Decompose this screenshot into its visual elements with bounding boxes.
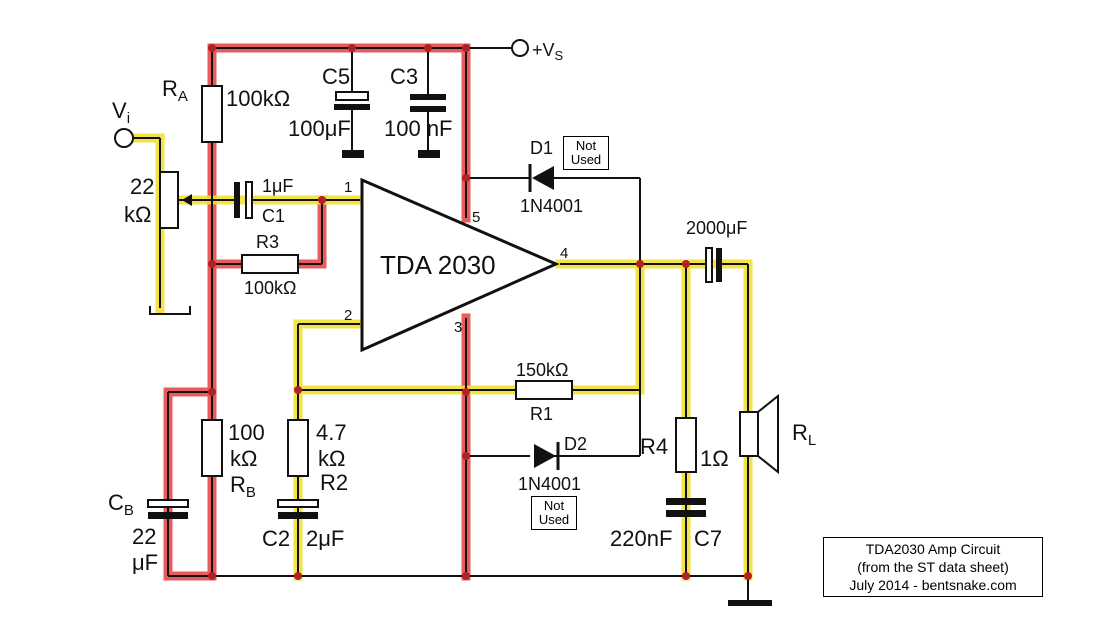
pin-4-label: 4 — [560, 245, 568, 262]
ground-symbol — [728, 600, 772, 606]
r3-value: 100kΩ — [244, 278, 297, 298]
r1-name: R1 — [530, 404, 553, 424]
diode-d2 — [534, 442, 560, 470]
d2-name: D2 — [564, 434, 587, 454]
c5-value: 100μF — [288, 116, 351, 141]
caption-source: (from the ST data sheet) — [857, 559, 1009, 575]
c7-value: 220nF — [610, 526, 672, 551]
cb-name: CB — [108, 490, 134, 519]
pot-value-line2: kΩ — [124, 202, 151, 227]
d1-part: 1N4001 — [520, 196, 583, 216]
ra-value: 100kΩ — [226, 86, 290, 111]
c5-name: C5 — [322, 64, 350, 89]
rb-value-line2: kΩ — [230, 446, 257, 471]
supply-terminal — [511, 39, 529, 57]
pin-3-label: 3 — [454, 319, 462, 336]
capacitor-cout — [705, 247, 722, 283]
caption-title: TDA2030 Amp Circuit — [865, 541, 1001, 557]
capacitor-c1 — [234, 181, 253, 219]
r2-name: R2 — [320, 470, 348, 495]
r2-value-line1: 4.7 — [316, 420, 347, 445]
d2-note-line2: Used — [538, 512, 570, 527]
rb-value-line1: 100 — [228, 420, 265, 445]
c3-name: C3 — [390, 64, 418, 89]
pot-wiper-arrow — [182, 194, 192, 206]
capacitor-c2 — [277, 499, 319, 519]
cb-value-line1: 22 — [132, 524, 156, 549]
input-label: Vi — [112, 98, 130, 127]
capacitor-cb — [147, 499, 189, 519]
resistor-rb — [201, 419, 223, 477]
potentiometer — [159, 171, 179, 229]
caption-box: TDA2030 Amp Circuit (from the ST data sh… — [823, 537, 1043, 597]
d1-not-used-note: Not Used — [563, 136, 609, 170]
c2-value: 2μF — [306, 526, 344, 551]
c1-value: 1μF — [262, 176, 293, 196]
d2-part: 1N4001 — [518, 474, 581, 494]
caption-credit: July 2014 - bentsnake.com — [849, 577, 1017, 593]
d2-not-used-note: Not Used — [531, 496, 577, 530]
speaker-icon — [739, 393, 779, 475]
pot-ground — [149, 306, 191, 315]
cout-value: 2000μF — [686, 218, 747, 238]
c1-name: C1 — [262, 206, 285, 226]
c2-name: C2 — [262, 526, 290, 551]
d2-note-line1: Not — [543, 498, 565, 513]
capacitor-c5 — [334, 91, 370, 158]
r2-value-line2: kΩ — [318, 446, 345, 471]
d1-name: D1 — [530, 138, 553, 158]
r4-name: R4 — [640, 434, 668, 459]
signal-highlight — [123, 133, 753, 581]
diode-d1 — [528, 164, 554, 192]
r1-value: 150kΩ — [516, 360, 569, 380]
ra-name: RA — [162, 76, 188, 105]
r3-name: R3 — [256, 232, 279, 252]
rl-name: RL — [792, 420, 816, 449]
pin-5-label: 5 — [472, 209, 480, 226]
resistor-r3 — [241, 254, 299, 274]
pot-value-line1: 22 — [130, 174, 154, 199]
pin-2-label: 2 — [344, 307, 352, 324]
d1-note-line2: Used — [570, 152, 602, 167]
pin-1-label: 1 — [344, 179, 352, 196]
ic-name: TDA 2030 — [380, 250, 496, 280]
d1-note-line1: Not — [575, 138, 597, 153]
resistor-r2 — [287, 419, 309, 477]
cb-value-line2: μF — [132, 550, 158, 575]
resistor-ra — [201, 85, 223, 143]
input-terminal — [114, 128, 134, 148]
capacitor-c7 — [666, 498, 706, 517]
resistor-r1 — [515, 380, 573, 400]
r4-value: 1Ω — [700, 446, 729, 471]
rb-name: RB — [230, 472, 256, 501]
capacitor-c3 — [410, 94, 446, 158]
c3-value: 100 nF — [384, 116, 453, 141]
resistor-r4 — [675, 417, 697, 473]
junction-nodes — [208, 44, 752, 580]
tda2030-amplifier — [360, 177, 560, 353]
supply-label: +VS — [532, 40, 564, 63]
c7-name: C7 — [694, 526, 722, 551]
